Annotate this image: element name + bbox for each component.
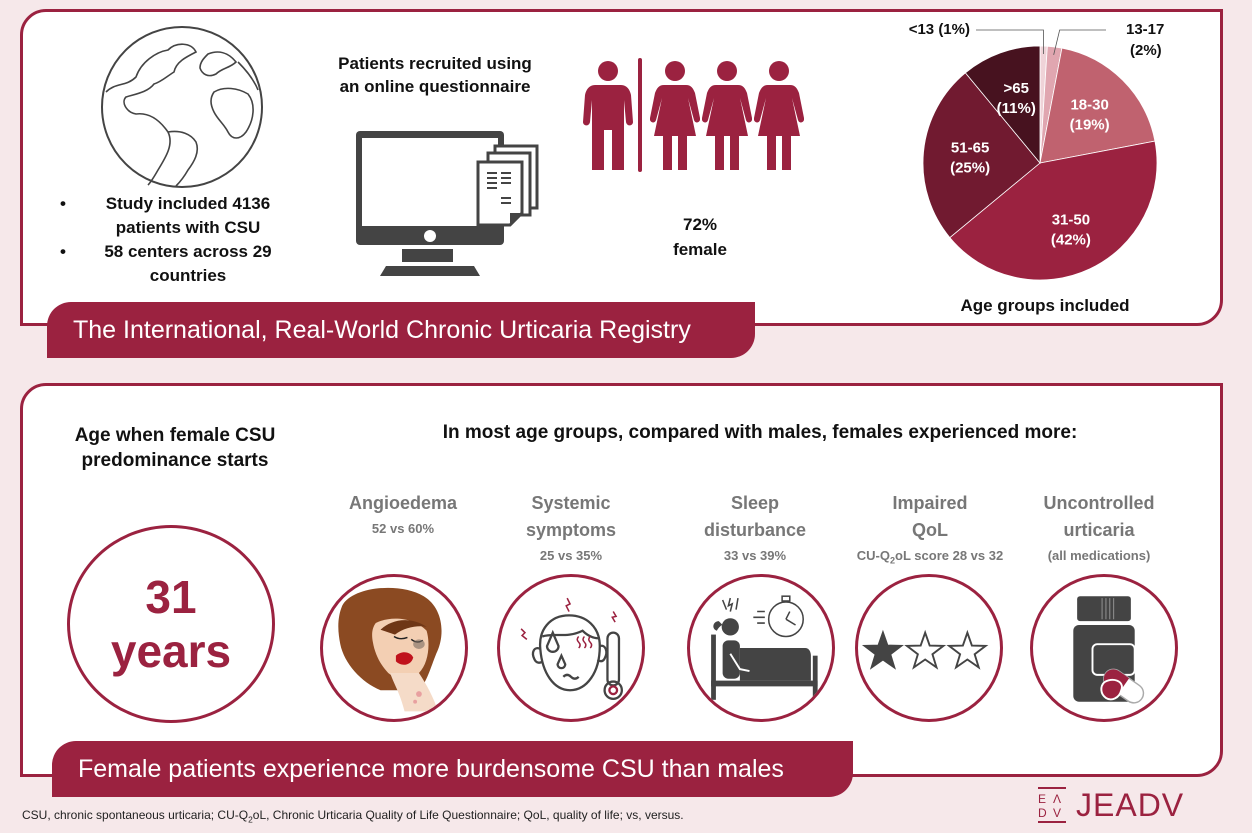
male-figure-icon [583,61,633,170]
star-rating-icon [855,574,1003,722]
female-figure-icon [650,61,700,170]
journal-logo: E Λ D V JEADV [1036,786,1184,824]
findings-title-banner: Female patients experience more burdenso… [52,741,853,797]
star-empty-icon [946,629,989,670]
outcome-stat: CU-Q2oL score 28 vs 32 [835,545,1025,572]
outcome-stat: 33 vs 39% [723,548,787,563]
outcome-systemic-symptoms: Systemic symptoms 25 vs 35% [486,490,656,567]
pie-slice [922,72,1041,239]
globe-icon [101,26,263,188]
sleepless-bed-icon [687,574,835,722]
eadv-mark-icon: E Λ D V [1038,787,1066,823]
age-value: 31 [145,571,197,623]
footnote-subscript: 2 [248,814,253,825]
pie-chart-title: Age groups included [960,296,1130,315]
female-figure-icon [754,61,804,170]
age-unit: years [110,625,232,677]
pie-label: 13-17(2%) [1126,21,1164,59]
star-rating [861,629,989,670]
pie-label: 31-50(42%) [1051,212,1091,249]
stat-text: oL score 28 vs 32 [895,548,1004,563]
outcome-sleep-disturbance: Sleep disturbance 33 vs 39% [670,490,840,567]
outcome-title: Sleep disturbance [703,493,807,540]
outcome-title: Angioedema [348,493,458,513]
svg-text:E: E [1038,792,1046,806]
recruitment-label: Patients recruited using an online quest… [338,54,532,96]
outcome-stat: 25 vs 35% [539,548,603,563]
outcome-stat: (all medications) [1047,548,1151,563]
pie-slice [1039,47,1156,164]
outcome-angioedema: Angioedema 52 vs 60% [318,490,488,540]
svg-text:Λ: Λ [1053,792,1061,806]
pie-label: <13 (1%) [909,21,970,38]
study-point: Study included 4136 patients with CSU [60,192,302,240]
female-percent-label: female [673,240,727,259]
pie-leader-line [976,29,1044,55]
star-empty-icon [904,629,947,670]
pie-label: >65(11%) [997,80,1036,117]
footnote-text: CSU, chronic spontaneous urticaria; CU-Q [22,808,249,822]
footnote-text: oL, Chronic Urticaria Quality of Life Qu… [252,808,684,822]
pie-slice [949,140,1158,281]
pie-label: 18-30(19%) [1070,96,1110,133]
female-percentage: 72% female [650,212,750,262]
svg-text:D: D [1038,806,1047,820]
registry-title-banner: The International, Real-World Chronic Ur… [47,302,755,358]
stat-text: CU-Q [856,548,890,563]
age-groups-pie-chart: <13 (1%) 13-17(2%) 18-30(19%) 31-50(42%) 51-… [909,21,1164,281]
outcome-title: Uncontrolled urticaria [1043,493,1155,540]
study-summary: Study included 4136 patients with CSU 58… [52,192,302,288]
pie-slice [964,45,1041,165]
journal-name: JEADV [1076,786,1185,823]
stat-subscript: 2 [889,555,896,566]
female-figure-icon [702,61,752,170]
gender-ratio-figures [580,56,810,176]
swollen-face-icon [320,574,468,722]
gender-divider [638,58,642,172]
outcome-title: Impaired QoL [892,493,968,540]
fever-headache-icon [497,574,645,722]
female-percent-value: 72% [682,215,718,234]
outcome-title: Systemic symptoms [525,493,617,540]
comparison-heading: In most age groups, compared with males,… [442,422,1078,443]
abbreviations-footnote: CSU, chronic spontaneous urticaria; CU-Q… [22,808,684,824]
pie-leader-line [1053,29,1106,55]
study-point: 58 centers across 29 countries [60,240,302,288]
pill-bottle-icon [1030,574,1178,722]
outcome-uncontrolled-urticaria: Uncontrolled urticaria (all medications) [1024,490,1174,567]
computer-with-documents-icon [356,131,539,276]
outcome-impaired-qol: Impaired QoL CU-Q2oL score 28 vs 32 [835,490,1025,572]
pie-label: 51-65(25%) [950,139,990,176]
age-start-label: Age when female CSU predominance starts [74,425,276,471]
age-start-badge: 31 years [67,525,275,723]
outcome-stat: 52 vs 60% [371,521,435,536]
svg-text:V: V [1053,806,1061,820]
star-filled-icon [861,629,904,670]
